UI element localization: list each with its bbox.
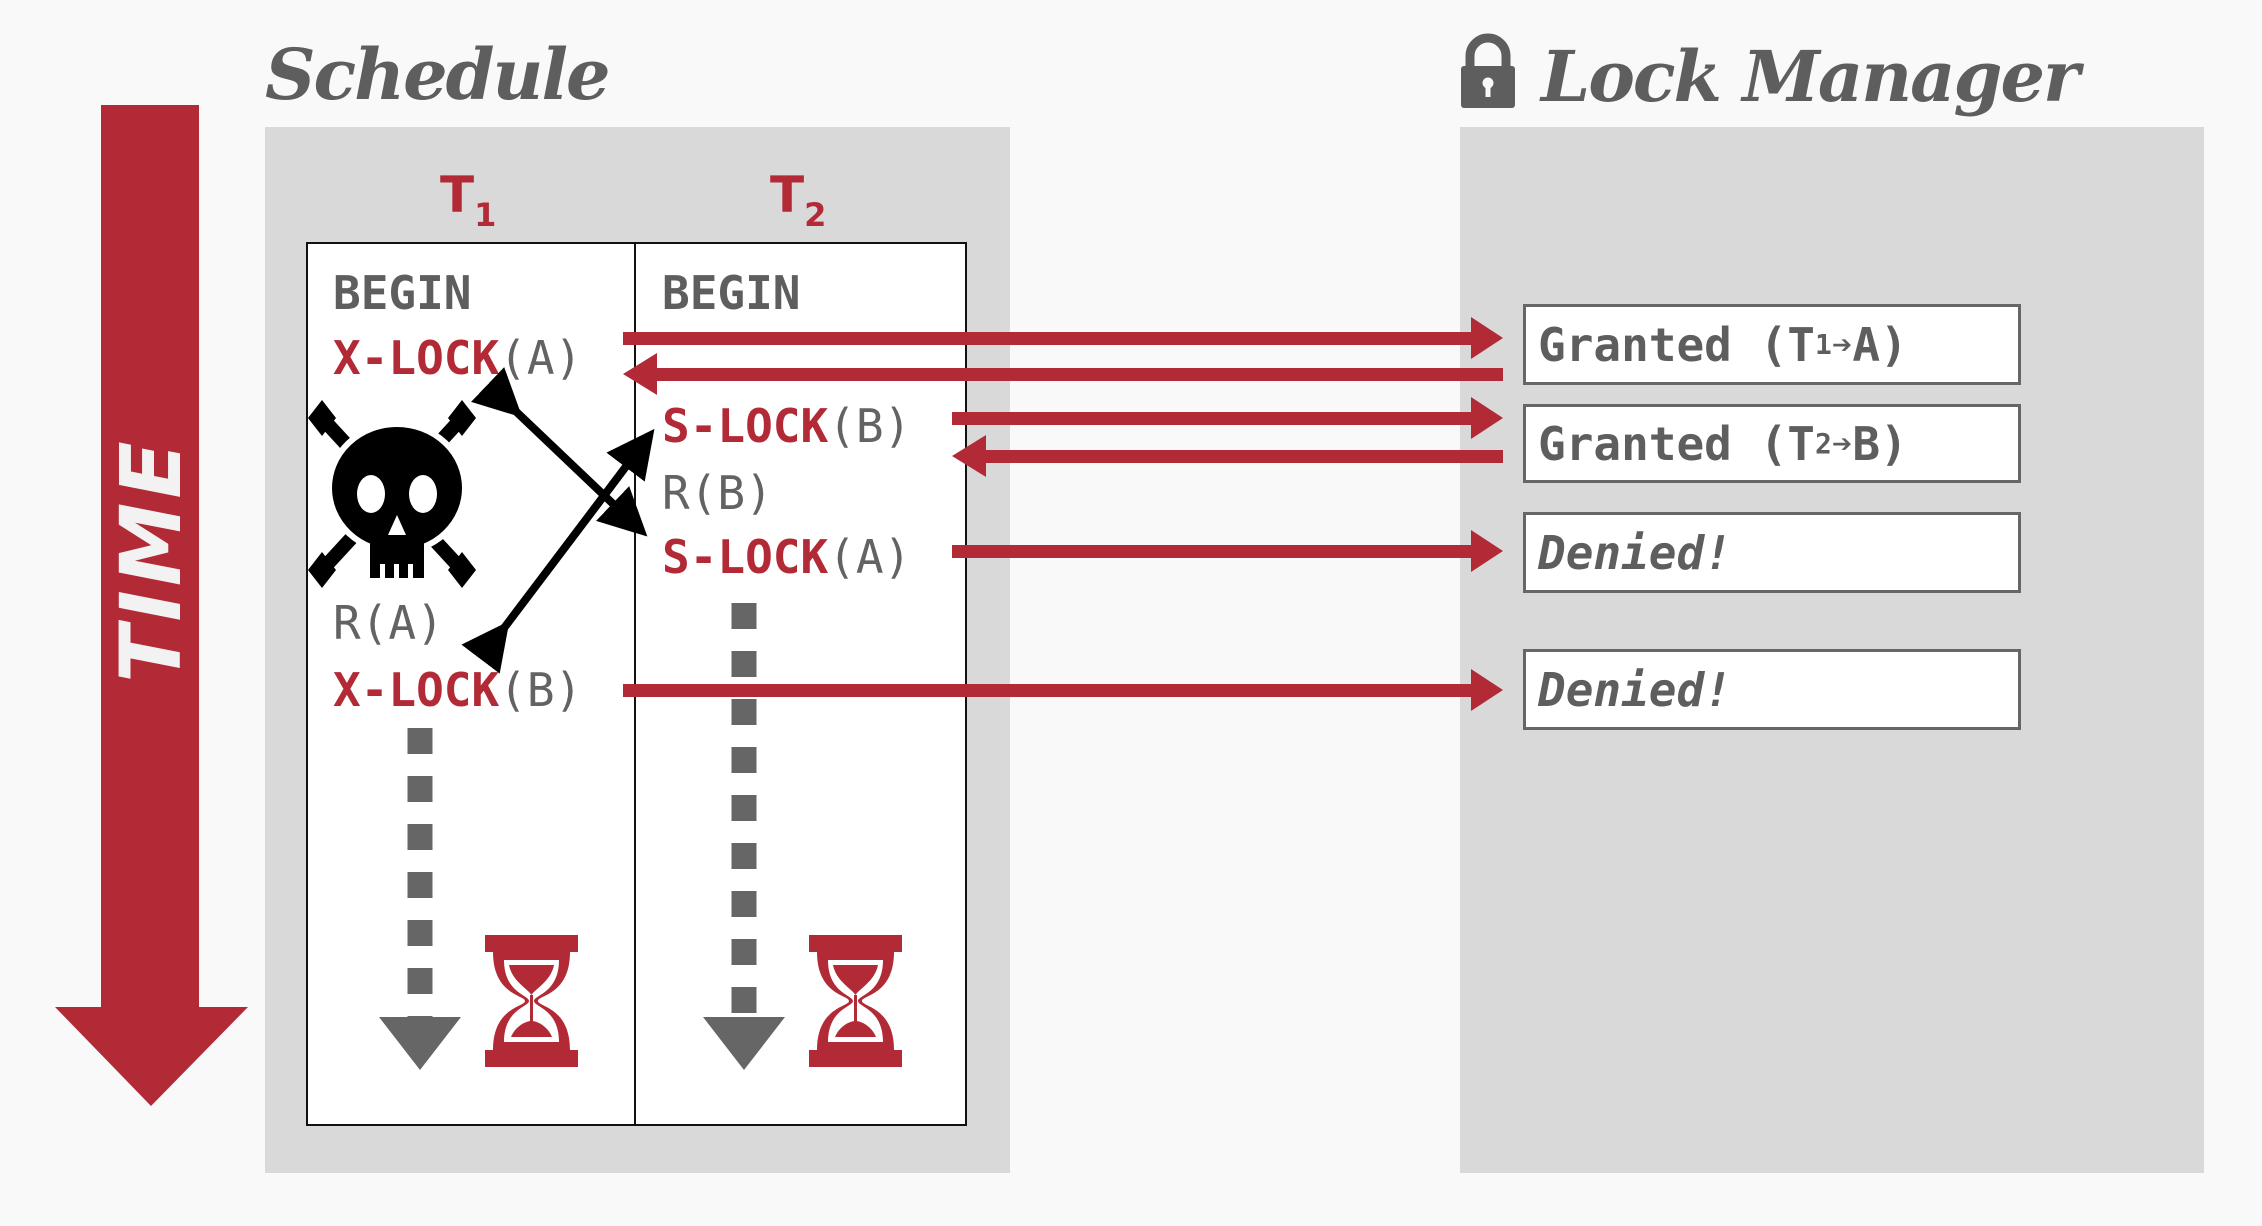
t2-waiting-line [703,603,785,1070]
t1-read-a: R(A) [333,600,444,646]
t2-slock-b: S-LOCK(B) [662,403,911,449]
response-txn-sub: 1 [1814,328,1832,361]
skull-crossbones-icon [308,400,476,588]
response-arrow-granted-t2 [952,435,1503,477]
request-arrow-slock-b [952,397,1503,439]
lock-op: S-LOCK [662,530,829,584]
read-op: R(A) [333,596,444,650]
txn-subscript: 1 [474,196,497,234]
response-item: B [1852,416,1881,471]
response-txn: T [1787,416,1815,471]
t1-xlock-a: X-LOCK(A) [333,335,582,381]
t2-begin: BEGIN [662,270,800,316]
response-item: A [1852,317,1881,372]
arrow-right-icon: ➔ [1831,423,1853,464]
wait-for-arrow-t2-t1 [461,428,655,674]
request-arrow-slock-a [952,530,1503,572]
response-txn: T [1787,317,1815,372]
transaction-header-t1: T1 [440,170,496,231]
t1-begin: BEGIN [333,270,471,316]
begin-label: BEGIN [333,266,472,320]
response-denied-t2-a: Denied! [1523,512,2021,593]
txn-name: T [770,166,805,224]
t2-read-b: R(B) [662,470,773,516]
transaction-header-t2: T2 [770,170,826,231]
arrow-right-icon: ➔ [1831,324,1853,365]
t1-waiting-line [379,728,461,1070]
t1-hourglass-icon [485,935,578,1067]
txn-name: T [440,166,475,224]
lock-manager-title: Lock Manager [1541,35,2080,118]
lock-op: S-LOCK [662,399,829,453]
response-label: Granted [1538,317,1732,372]
response-label: Denied! [1538,525,1732,580]
response-denied-t1-b: Denied! [1523,649,2021,730]
read-op: R(B) [662,466,773,520]
response-arrow-granted-t1 [623,353,1503,395]
t1-xlock-b: X-LOCK(B) [333,667,582,713]
request-arrow-xlock-b [623,669,1503,711]
response-label: Denied! [1538,662,1732,717]
wait-for-arrow-t1-t2 [471,367,648,537]
response-label: Granted [1538,416,1732,471]
lock-arg: (A) [828,530,912,584]
txn-subscript: 2 [804,196,827,234]
schedule-title: Schedule [265,33,611,116]
lock-op: X-LOCK [333,663,500,717]
lock-arg: (B) [828,399,912,453]
t2-hourglass-icon [809,935,902,1067]
t2-slock-a: S-LOCK(A) [662,534,911,580]
request-arrow-xlock-a [623,317,1503,359]
lock-arg: (B) [499,663,583,717]
begin-label: BEGIN [662,266,801,320]
response-txn-sub: 2 [1814,427,1832,460]
